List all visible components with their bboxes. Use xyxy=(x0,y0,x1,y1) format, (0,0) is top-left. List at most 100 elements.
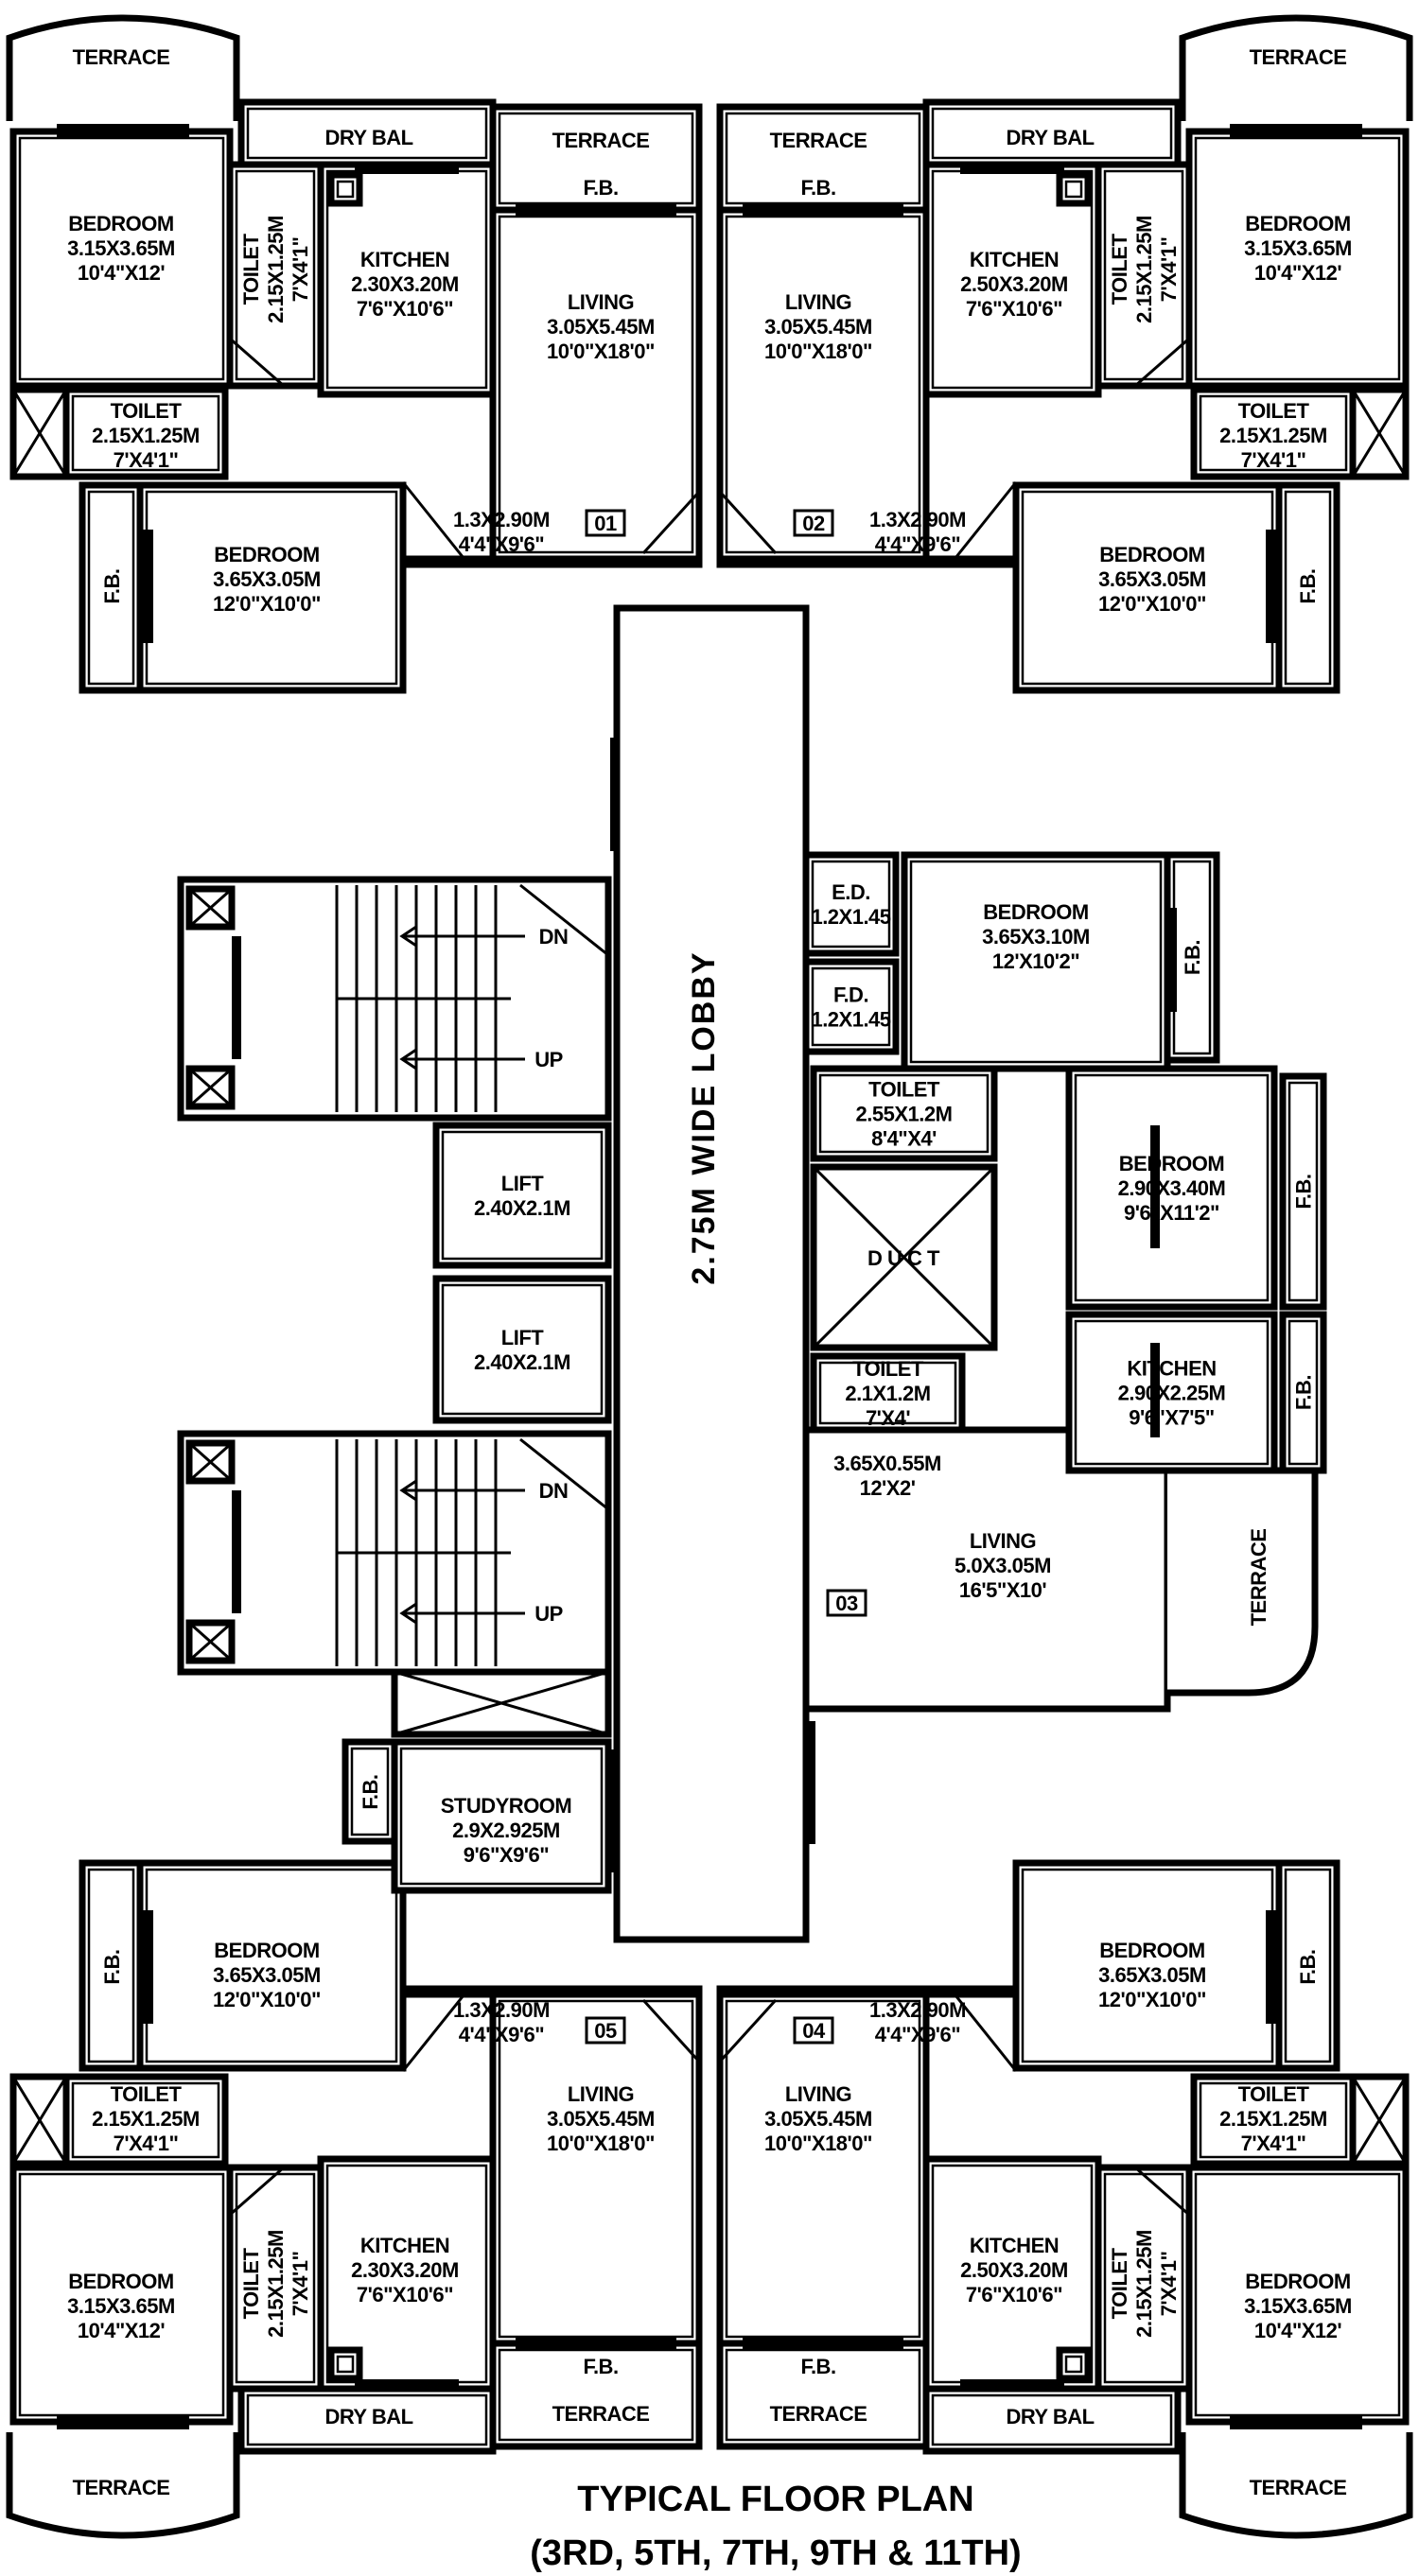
terrace-label-line: TERRACE xyxy=(73,45,170,69)
ed xyxy=(802,851,900,957)
side-fb-inner-wall xyxy=(87,490,135,686)
sink xyxy=(1056,2346,1092,2382)
toilet1-label-line: 7'X4'1" xyxy=(1157,2252,1181,2317)
bedroom1-label-line: BEDROOM xyxy=(68,2270,173,2293)
terrace-label: TERRACE xyxy=(1250,2476,1347,2499)
stair-up-label-line: UP xyxy=(534,1602,563,1626)
up-arrow-icon xyxy=(399,1602,525,1625)
stair-down-label: DN xyxy=(539,925,569,949)
fb2-label: F.B. xyxy=(1292,1174,1316,1209)
living-label-line: LIVING xyxy=(568,290,634,314)
toilet1-label-line: TOILET xyxy=(1108,2248,1131,2320)
passage xyxy=(716,555,1020,568)
stair-duct-cross-icon xyxy=(188,1621,233,1662)
front-fb-label-line: F.B. xyxy=(800,2355,835,2378)
fb3-label: F.B. xyxy=(1292,1375,1316,1410)
bedroom2-inner-wall xyxy=(1074,1073,1270,1302)
toilet2-label-line: 7'X4'1" xyxy=(1241,448,1306,472)
terrace-label: TERRACE xyxy=(73,45,170,69)
duct-cross-icon xyxy=(11,2076,68,2165)
down-arrow-icon xyxy=(399,1479,525,1502)
bedroom1-label-line: 10'4"X12' xyxy=(78,2319,166,2342)
side-fb-label: F.B. xyxy=(100,1949,124,1984)
toilet2-label-line: 7'X4'1" xyxy=(1241,2132,1306,2155)
toilet1-inner-wall xyxy=(818,1073,990,1154)
toilet1-label-line: TOILET xyxy=(239,2248,263,2320)
front-terrace-label-line: TERRACE xyxy=(770,2402,867,2426)
lift-label-line: 2.40X2.1M xyxy=(474,1196,570,1220)
front-terrace-label: TERRACE xyxy=(770,129,867,152)
dry-bal-label-line: DRY BAL xyxy=(324,2405,412,2428)
passage-label-line: 3.65X0.55M xyxy=(833,1452,941,1475)
bedroom2 xyxy=(1065,1065,1278,1311)
toilet1-label: TOILET2.15X1.25M7'X4'1" xyxy=(239,216,312,323)
ed-label-line: E.D. xyxy=(832,880,870,904)
sink xyxy=(327,171,363,207)
window xyxy=(610,738,618,851)
lift-2 xyxy=(432,1275,612,1424)
toilet1-label: TOILET2.15X1.25M7'X4'1" xyxy=(239,2230,312,2338)
terrace-label-line: TERRACE xyxy=(73,2476,170,2499)
front-terrace-label-line: TERRACE xyxy=(770,129,867,152)
front-terrace-label: TERRACE xyxy=(552,2402,650,2426)
side-fb-label: F.B. xyxy=(1296,1949,1320,1984)
living-label-line: LIVING xyxy=(785,2082,851,2106)
passage xyxy=(399,555,703,568)
unit-tag-box xyxy=(793,509,834,537)
down-arrow-icon xyxy=(399,925,525,948)
living-label-line: LIVING xyxy=(970,1529,1036,1553)
stair-up-label: UP xyxy=(534,1048,563,1071)
bedroom2-label-line: BEDROOM xyxy=(214,1939,319,1962)
bedroom1-inner-wall xyxy=(1194,136,1401,381)
window xyxy=(1230,2416,1362,2429)
kitchen-label-line: 2.30X3.20M xyxy=(351,2258,459,2282)
door-swing xyxy=(229,1994,701,2217)
living-label-line: 3.05X5.45M xyxy=(547,315,655,339)
fb2-inner-wall xyxy=(1288,1081,1319,1302)
toilet2-inner-wall xyxy=(1199,394,1348,472)
window xyxy=(516,2337,676,2350)
bedroom2-label-line: BEDROOM xyxy=(1119,1152,1224,1175)
duct-label-line: D U C T xyxy=(867,1246,940,1270)
kitchen-label-line: 2.50X3.20M xyxy=(960,2258,1068,2282)
ed-label: E.D.1.2X1.45 xyxy=(811,880,890,929)
front-fb-label-line: F.B. xyxy=(800,176,835,200)
sink-inner-wall xyxy=(1064,2355,1083,2374)
door-swing xyxy=(718,337,1190,559)
duct-cross-icon xyxy=(11,389,68,478)
unit-tag-box xyxy=(793,2016,834,2045)
bedroom1-label-line: 10'4"X12' xyxy=(1254,2319,1342,2342)
bedroom1-label-line: BEDROOM xyxy=(1245,2270,1350,2293)
study-fb-label: F.B. xyxy=(359,1774,382,1809)
sink xyxy=(1056,171,1092,207)
toilet1-label-line: 2.55X1.2M xyxy=(856,1103,953,1126)
window xyxy=(743,2337,903,2350)
unit-tag-box xyxy=(826,1589,867,1617)
dry-bal-inner-wall xyxy=(246,107,488,160)
unit-tag: 01 xyxy=(594,512,617,535)
bedroom1-label-line: BEDROOM xyxy=(983,900,1088,924)
fd-label-line: F.D. xyxy=(833,983,868,1007)
living-label-line: 3.05X5.45M xyxy=(547,2107,655,2131)
toilet1-label-line: 7'X4'1" xyxy=(289,2252,312,2317)
dry-bal-inner-wall xyxy=(931,2393,1173,2446)
toilet1 xyxy=(226,2164,324,2393)
kitchen-label-line: 7'6"X10'6" xyxy=(357,297,453,321)
toilet2 xyxy=(1190,386,1357,480)
bedroom1-label-line: BEDROOM xyxy=(1245,212,1350,235)
bedroom2-label-line: 12'0"X10'0" xyxy=(213,592,321,616)
